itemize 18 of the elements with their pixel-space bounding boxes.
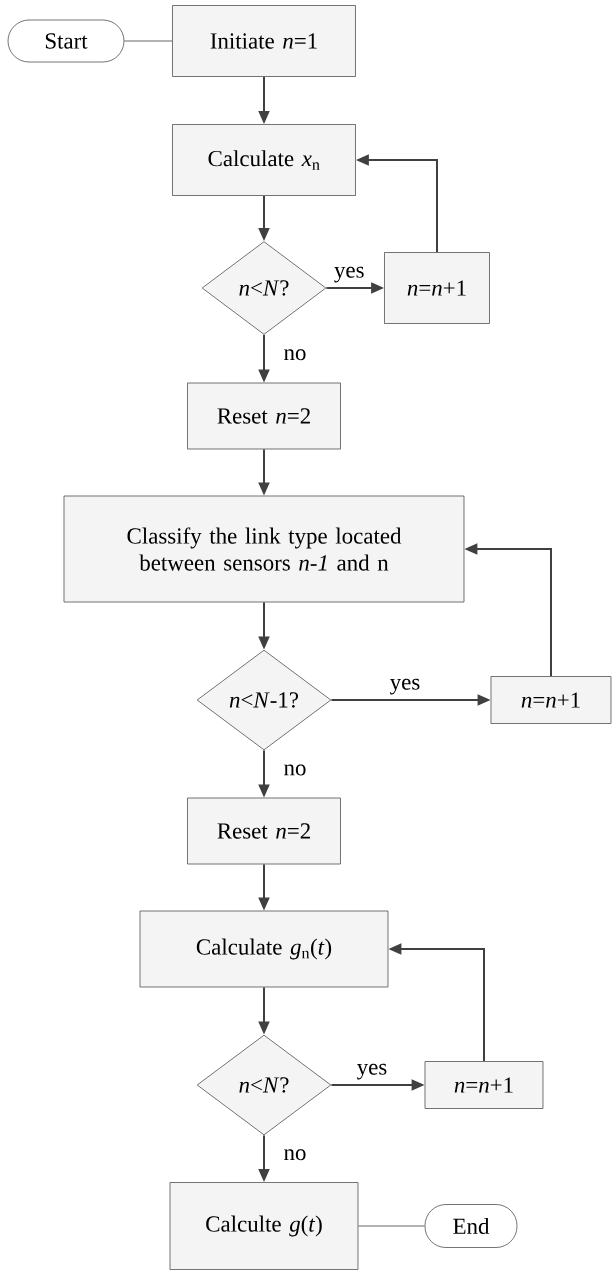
process-box: n=n+1 bbox=[424, 1061, 544, 1109]
edge-label: no bbox=[284, 764, 306, 776]
process-box: n=n+1 bbox=[490, 676, 612, 724]
process-box: Classify the link type located between sensors n-1 and n bbox=[63, 495, 465, 603]
edge-label: yes bbox=[390, 678, 420, 695]
process-box: Reset n=2 bbox=[187, 797, 341, 865]
process-box: Calculate x$_{n}$ bbox=[172, 124, 356, 196]
edge-label: no bbox=[284, 1149, 306, 1161]
connector-line bbox=[358, 1225, 425, 1227]
process-box: Calculate g$_{n}$(t) bbox=[139, 910, 389, 988]
edge-label: no bbox=[284, 349, 306, 361]
edge-label: yes bbox=[357, 1063, 387, 1080]
process-box: Calculte g(t) bbox=[169, 1182, 359, 1270]
process-box: Initiate n=1 bbox=[172, 5, 356, 77]
process-box: Reset n=2 bbox=[187, 382, 341, 450]
edge-label: yes bbox=[334, 266, 364, 283]
connector-line bbox=[124, 40, 173, 42]
process-box: n=n+1 bbox=[384, 252, 490, 324]
